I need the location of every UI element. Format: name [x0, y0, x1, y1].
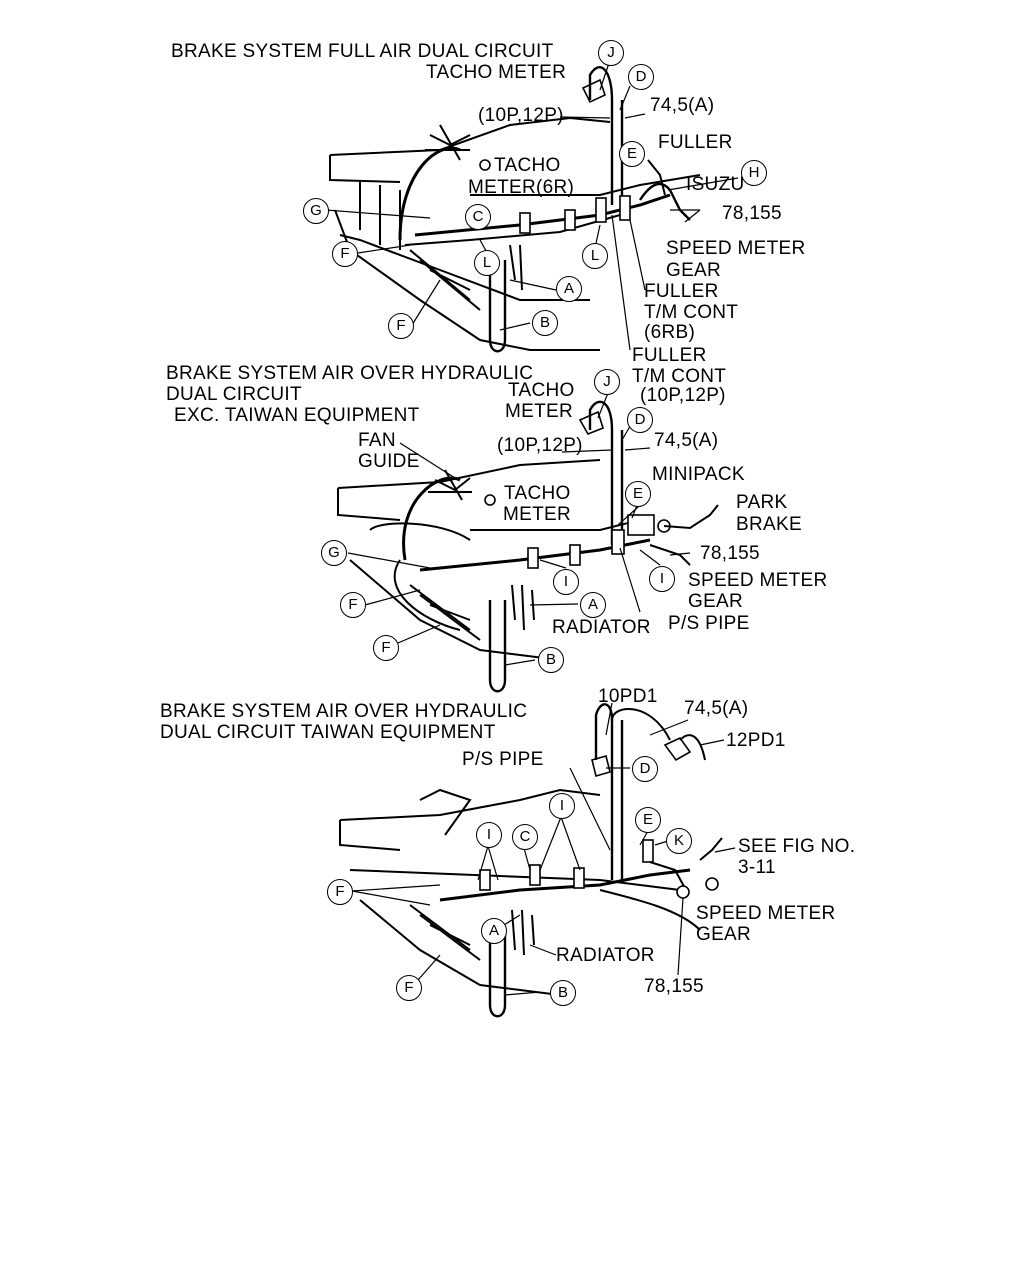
label-meter-top: METER [505, 401, 573, 422]
label-fuller-10p-line2: T/M CONT [632, 366, 727, 387]
label-park: PARK [736, 492, 788, 513]
callout-a: A [580, 592, 606, 618]
label-fuller-10p-line3: (10P,12P) [640, 385, 726, 406]
label-speed-meter: SPEED METER [688, 570, 828, 591]
label-ref-78-155: 78,155 [644, 976, 704, 997]
callout-h: H [741, 160, 767, 186]
label-10pd1: 10PD1 [598, 686, 658, 707]
panel-2-title-line1: BRAKE SYSTEM AIR OVER HYDRAULIC [166, 363, 534, 384]
label-ref-78-155: 78,155 [700, 543, 760, 564]
label-tacho-meter: TACHO METER [426, 62, 567, 83]
panel-1-title: BRAKE SYSTEM FULL AIR DUAL CIRCUIT [171, 41, 554, 62]
callout-l-right: L [582, 243, 608, 269]
panel-2-title-line3: EXC. TAIWAN EQUIPMENT [174, 405, 420, 426]
label-see-fig: SEE FIG NO. [738, 836, 856, 857]
label-fan: FAN [358, 430, 396, 451]
label-speed-meter: SPEED METER [666, 238, 806, 259]
label-brake: BRAKE [736, 514, 802, 535]
label-ref-78-155: 78,155 [722, 203, 782, 224]
label-gear: GEAR [666, 260, 722, 281]
callout-f-upper: F [332, 241, 358, 267]
callout-c: C [465, 204, 491, 230]
callout-g: G [303, 198, 329, 224]
label-isuzu: ISUZU [686, 174, 745, 195]
label-fuller-6rb-line1: FULLER [644, 281, 719, 302]
callout-b: B [550, 980, 576, 1006]
label-ps-pipe: P/S PIPE [462, 749, 544, 770]
label-connector-10p-12p: (10P,12P) [478, 105, 564, 126]
callout-i-right: I [649, 566, 675, 592]
callout-a: A [556, 276, 582, 302]
callout-l-left: L [474, 250, 500, 276]
label-fuller-10p-line1: FULLER [632, 345, 707, 366]
callout-e: E [635, 807, 661, 833]
label-guide: GUIDE [358, 451, 420, 472]
callout-b: B [538, 647, 564, 673]
callout-f-upper: F [340, 592, 366, 618]
label-minipack: MINIPACK [652, 464, 745, 485]
panel-2-drawing [337, 392, 719, 693]
callout-e: E [619, 141, 645, 167]
label-meter-mid: METER [503, 504, 571, 525]
panel-3-title-line2: DUAL CIRCUIT TAIWAN EQUIPMENT [160, 722, 496, 743]
callout-b: B [532, 310, 558, 336]
callout-e: E [625, 481, 651, 507]
panel-2-title-line2: DUAL CIRCUIT [166, 384, 302, 405]
label-fuller-6rb-line2: T/M CONT [644, 302, 739, 323]
label-ref-74-5a: 74,5(A) [684, 698, 749, 719]
panel-3-title-line1: BRAKE SYSTEM AIR OVER HYDRAULIC [160, 701, 528, 722]
callout-d: D [628, 64, 654, 90]
label-gear: GEAR [696, 924, 752, 945]
callout-f-lower: F [373, 635, 399, 661]
callout-i-left: I [553, 569, 579, 595]
label-ref-74-5a: 74,5(A) [650, 95, 715, 116]
callout-g: G [321, 540, 347, 566]
label-speed-meter: SPEED METER [696, 903, 836, 924]
label-ref-74-5a: 74,5(A) [654, 430, 719, 451]
callout-f-lower: F [388, 313, 414, 339]
callout-j: J [594, 369, 620, 395]
label-tacho-6r-line2: METER(6R) [468, 177, 575, 198]
label-fuller-6rb-line3: (6RB) [644, 322, 696, 343]
callout-f-upper: F [327, 879, 353, 905]
label-tacho-mid: TACHO [504, 483, 571, 504]
label-12pd1: 12PD1 [726, 730, 786, 751]
callout-k: K [666, 828, 692, 854]
callout-d: D [627, 407, 653, 433]
label-fig-number: 3-11 [738, 857, 776, 878]
label-ps-pipe: P/S PIPE [668, 613, 750, 634]
callout-i-left: I [476, 822, 502, 848]
callout-i-right: I [549, 793, 575, 819]
callout-a: A [481, 918, 507, 944]
label-radiator: RADIATOR [556, 945, 655, 966]
label-radiator: RADIATOR [552, 617, 651, 638]
panel-3-drawing [339, 702, 736, 1018]
label-fuller: FULLER [658, 132, 733, 153]
label-connector-10p-12p: (10P,12P) [497, 435, 583, 456]
label-tacho-top: TACHO [508, 380, 575, 401]
callout-d: D [632, 756, 658, 782]
callout-c: C [512, 824, 538, 850]
callout-f-lower: F [396, 975, 422, 1001]
label-tacho-6r-line1: TACHO [494, 155, 561, 176]
label-gear: GEAR [688, 591, 744, 612]
callout-j: J [598, 40, 624, 66]
